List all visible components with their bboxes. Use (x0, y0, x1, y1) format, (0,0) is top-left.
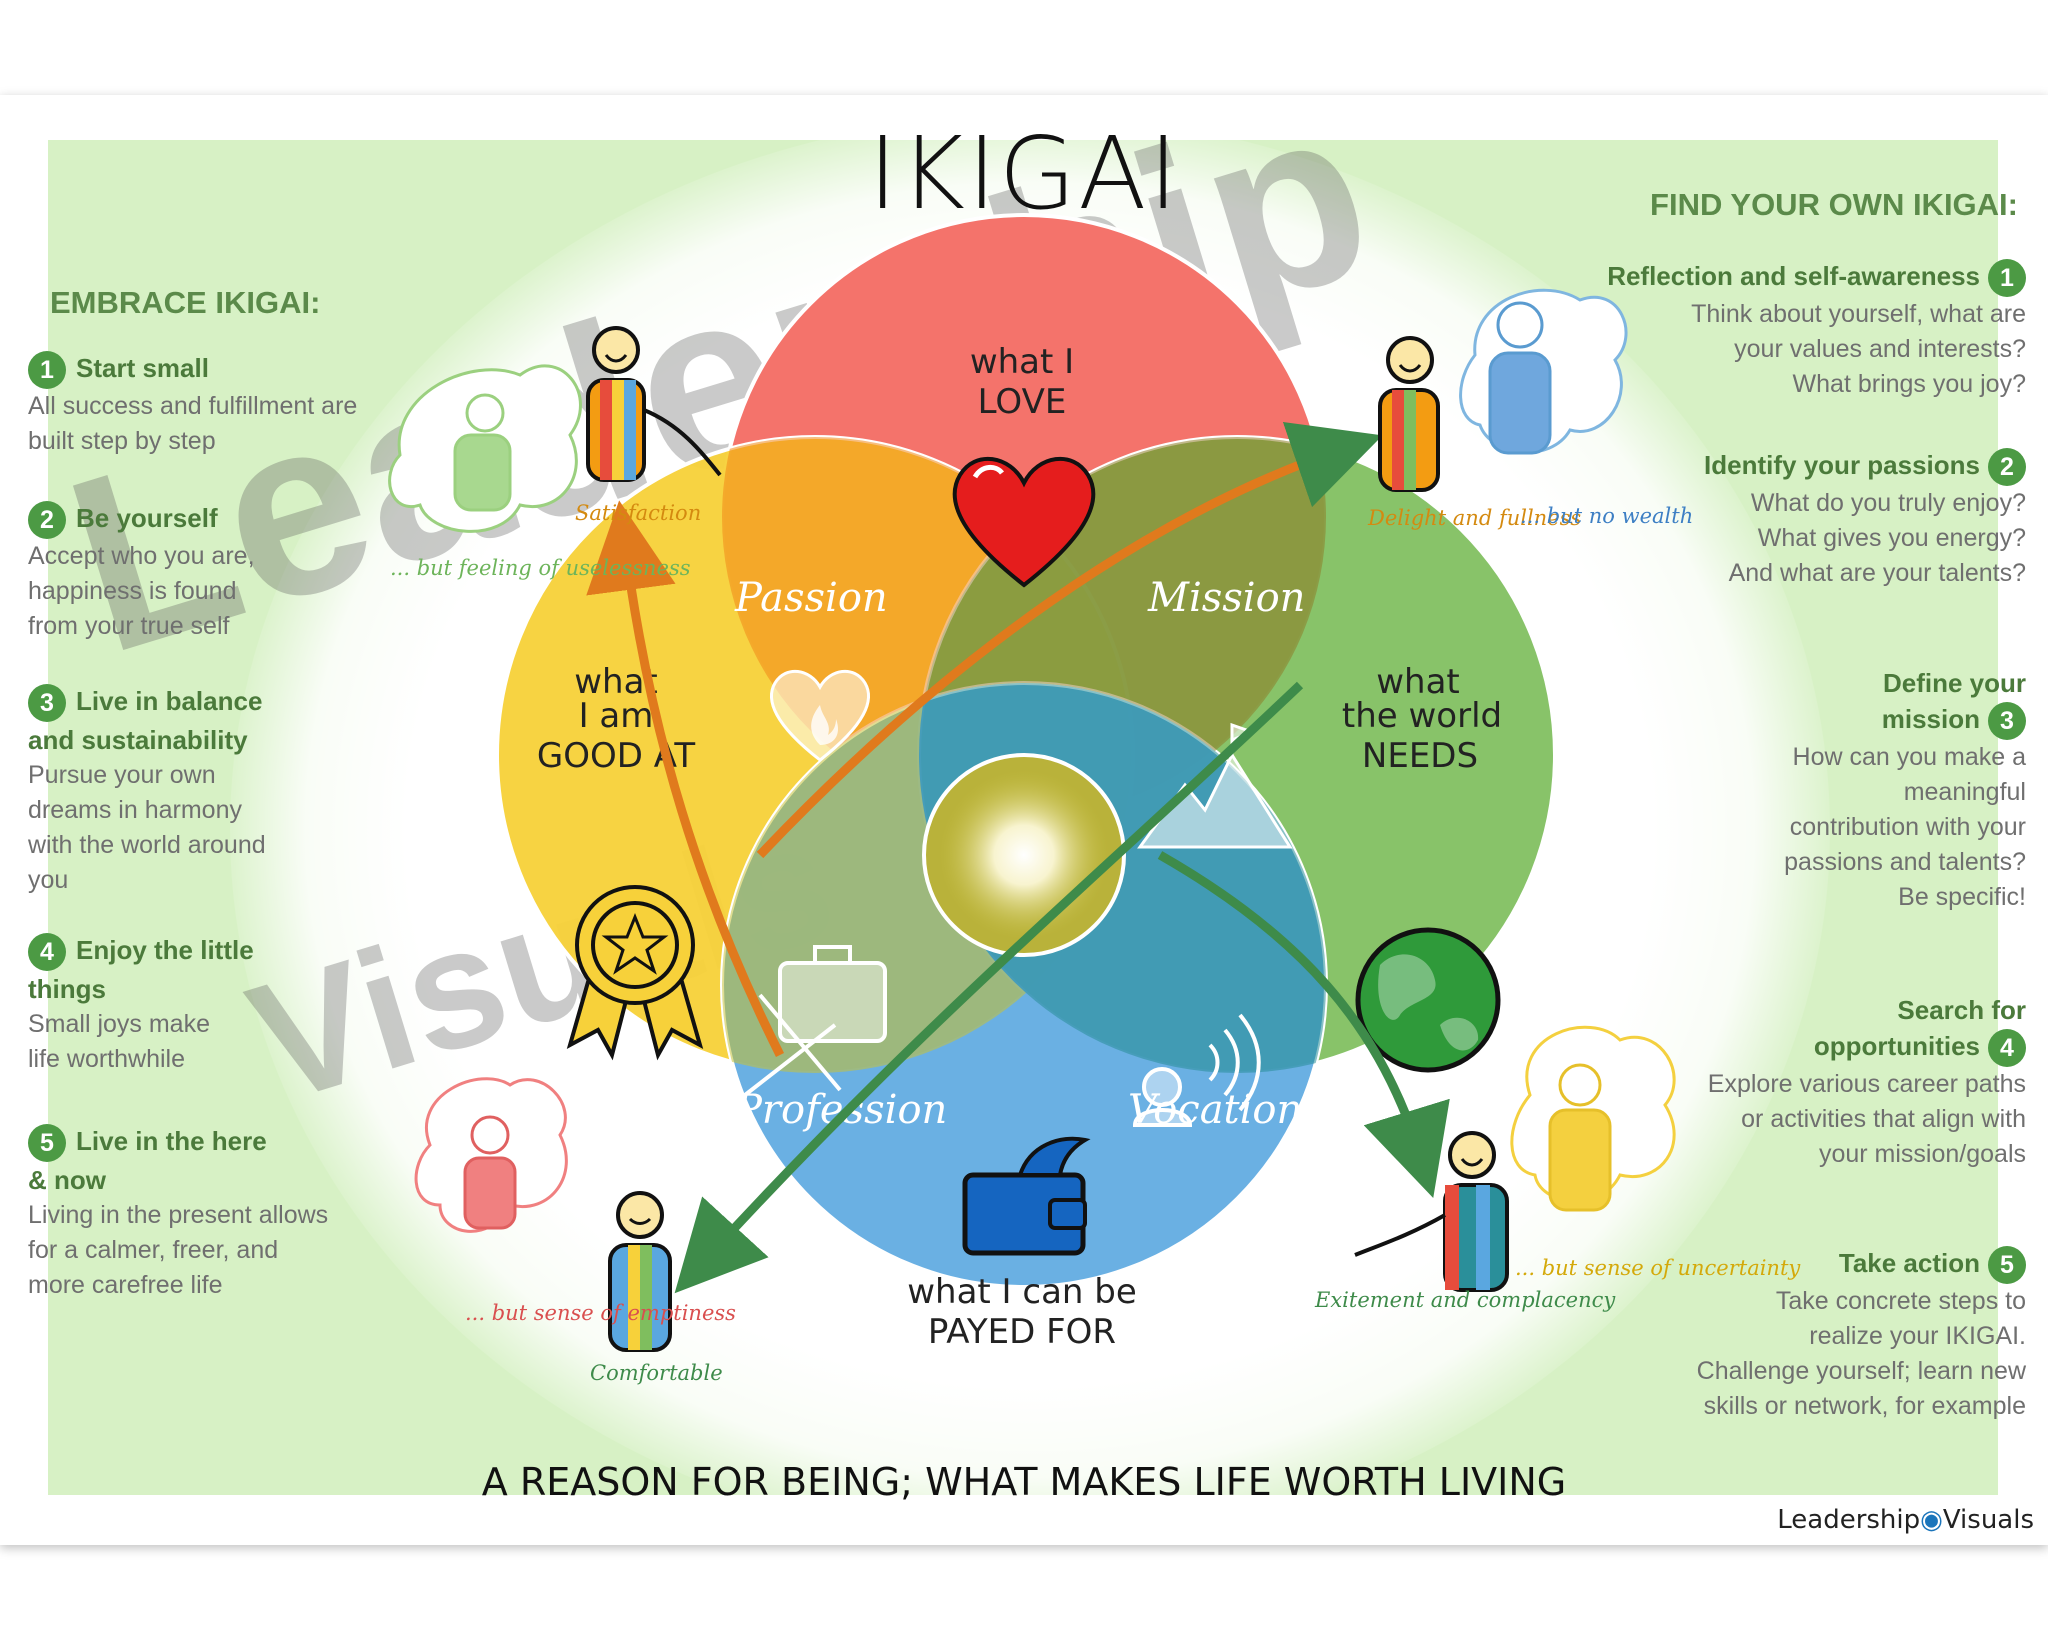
caption-satisfaction: Satisfaction (575, 501, 701, 525)
arrow-comfortable (674, 681, 1304, 1294)
step-number-badge: 1 (1988, 259, 2026, 298)
caption-excitement: Exitement and complacency (1314, 1288, 1616, 1312)
good-at-label-line2: I am (579, 696, 654, 736)
step-description: Pursue your own dreams in harmony with t… (28, 761, 266, 895)
step-description: Think about yourself, what are your valu… (1691, 300, 2026, 399)
step-title: Live in balance and sustainability (28, 686, 263, 756)
tagline: A REASON FOR BEING; WHAT MAKES LIFE WORT… (481, 1460, 1567, 1504)
tools-briefcase-icon (743, 945, 887, 1097)
wallet-icon (962, 1136, 1091, 1256)
right-panel-title: FIND YOUR OWN IKIGAI: (1650, 187, 2018, 222)
figure-satisfaction (388, 326, 722, 533)
step-description: Small joys make life worthwhile (28, 1010, 210, 1074)
caption-uncertainty: ... but sense of uncertainty (1515, 1256, 1801, 1280)
step-number-badge: 3 (28, 684, 66, 723)
caption-delight: Delight and fullness (1367, 506, 1581, 530)
right-step-1: Reflection and self-awareness 1 Think abo… (1606, 258, 2026, 402)
step-title: Enjoy the little things (28, 935, 254, 1005)
figure-excitement (1354, 1025, 1676, 1292)
needs-label-line1: what (1376, 662, 1460, 702)
step-number-badge: 1 (28, 351, 66, 390)
brand-logo: Leadership◉Visuals (1777, 1505, 2034, 1535)
step-description: How can you make a meaningful contributi… (1784, 743, 2026, 912)
step-number-badge: 2 (28, 501, 66, 540)
profession-label: Profession (734, 1087, 947, 1133)
step-description: Explore various career paths or activiti… (1707, 1070, 2026, 1169)
medal-award-icon (566, 885, 704, 1061)
figure-delight (1378, 288, 1628, 492)
caption-comfortable: Comfortable (590, 1361, 723, 1385)
step-description: Take concrete steps to realize your IKIG… (1696, 1287, 2026, 1421)
love-label-line2: LOVE (978, 382, 1067, 422)
mission-label: Mission (1147, 575, 1305, 621)
needs-label-line3: NEEDS (1362, 736, 1478, 776)
step-number-badge: 4 (28, 933, 66, 972)
step-title: Start small (76, 353, 209, 383)
paid-label-line1: what I can be (907, 1272, 1137, 1312)
logo-text-left: Leadership (1777, 1505, 1921, 1535)
logo-text-right: Visuals (1942, 1505, 2034, 1535)
step-description: What do you truly enjoy? What gives you … (1728, 489, 2026, 588)
arrow-excitement (1157, 851, 1450, 1199)
left-step-2: 2 Be yourself Accept who you are, happine… (28, 500, 388, 644)
step-title: Reflection and self-awareness (1607, 261, 1980, 291)
caption-no-wealth: ... but no wealth (1520, 504, 1693, 528)
step-description: Living in the present allows for a calme… (28, 1201, 329, 1300)
step-number-badge: 5 (1988, 1246, 2026, 1285)
figure-comfortable (414, 1077, 672, 1352)
step-title: Live in the here & now (28, 1126, 267, 1196)
step-title: Define your mission (1881, 668, 2026, 734)
step-number-badge: 3 (1988, 702, 2026, 741)
left-step-1: 1 Start small All success and fulfillment… (28, 350, 388, 459)
arrow-delight (756, 422, 1383, 859)
ikigai-venn-diagram: what I LOVE what I am GOOD AT what the w… (388, 213, 1801, 1385)
step-description: Accept who you are, happiness is found f… (28, 542, 255, 641)
needs-label-line2: the world (1342, 696, 1502, 736)
step-title: Search for opportunities (1813, 995, 2026, 1061)
right-step-2: Identify your passions 2 What do you trul… (1606, 447, 2026, 591)
paid-label-line2: PAYED FOR (928, 1312, 1116, 1352)
step-title: Be yourself (76, 503, 218, 533)
caption-uselessness: ... but feeling of uselessness (390, 556, 691, 580)
step-number-badge: 5 (28, 1124, 66, 1163)
heart-icon (952, 456, 1096, 588)
caption-emptiness: ... but sense of emptiness (465, 1301, 736, 1325)
calling-person-icon (1132, 1013, 1261, 1127)
left-panel-title: EMBRACE IKIGAI: (50, 285, 321, 320)
eye-icon: ◉ (1920, 1505, 1943, 1535)
arrow-satisfaction (586, 500, 785, 1058)
globe-icon (1355, 927, 1501, 1073)
step-title: Identify your passions (1704, 450, 1980, 480)
step-number-badge: 4 (1988, 1029, 2026, 1068)
love-label-line1: what I (970, 342, 1074, 382)
page-title: IKIGAI (868, 115, 1180, 232)
step-description: All success and fulfillment are built st… (28, 392, 358, 456)
step-number-badge: 2 (1988, 448, 2026, 487)
right-step-5: Take action 5 Take concrete steps to real… (1606, 1245, 2026, 1424)
step-title: Take action (1838, 1248, 1980, 1278)
poster: Leadership Visuals IKIGAI 生き甲斐 (0, 95, 2048, 1545)
passion-label: Passion (734, 575, 888, 621)
